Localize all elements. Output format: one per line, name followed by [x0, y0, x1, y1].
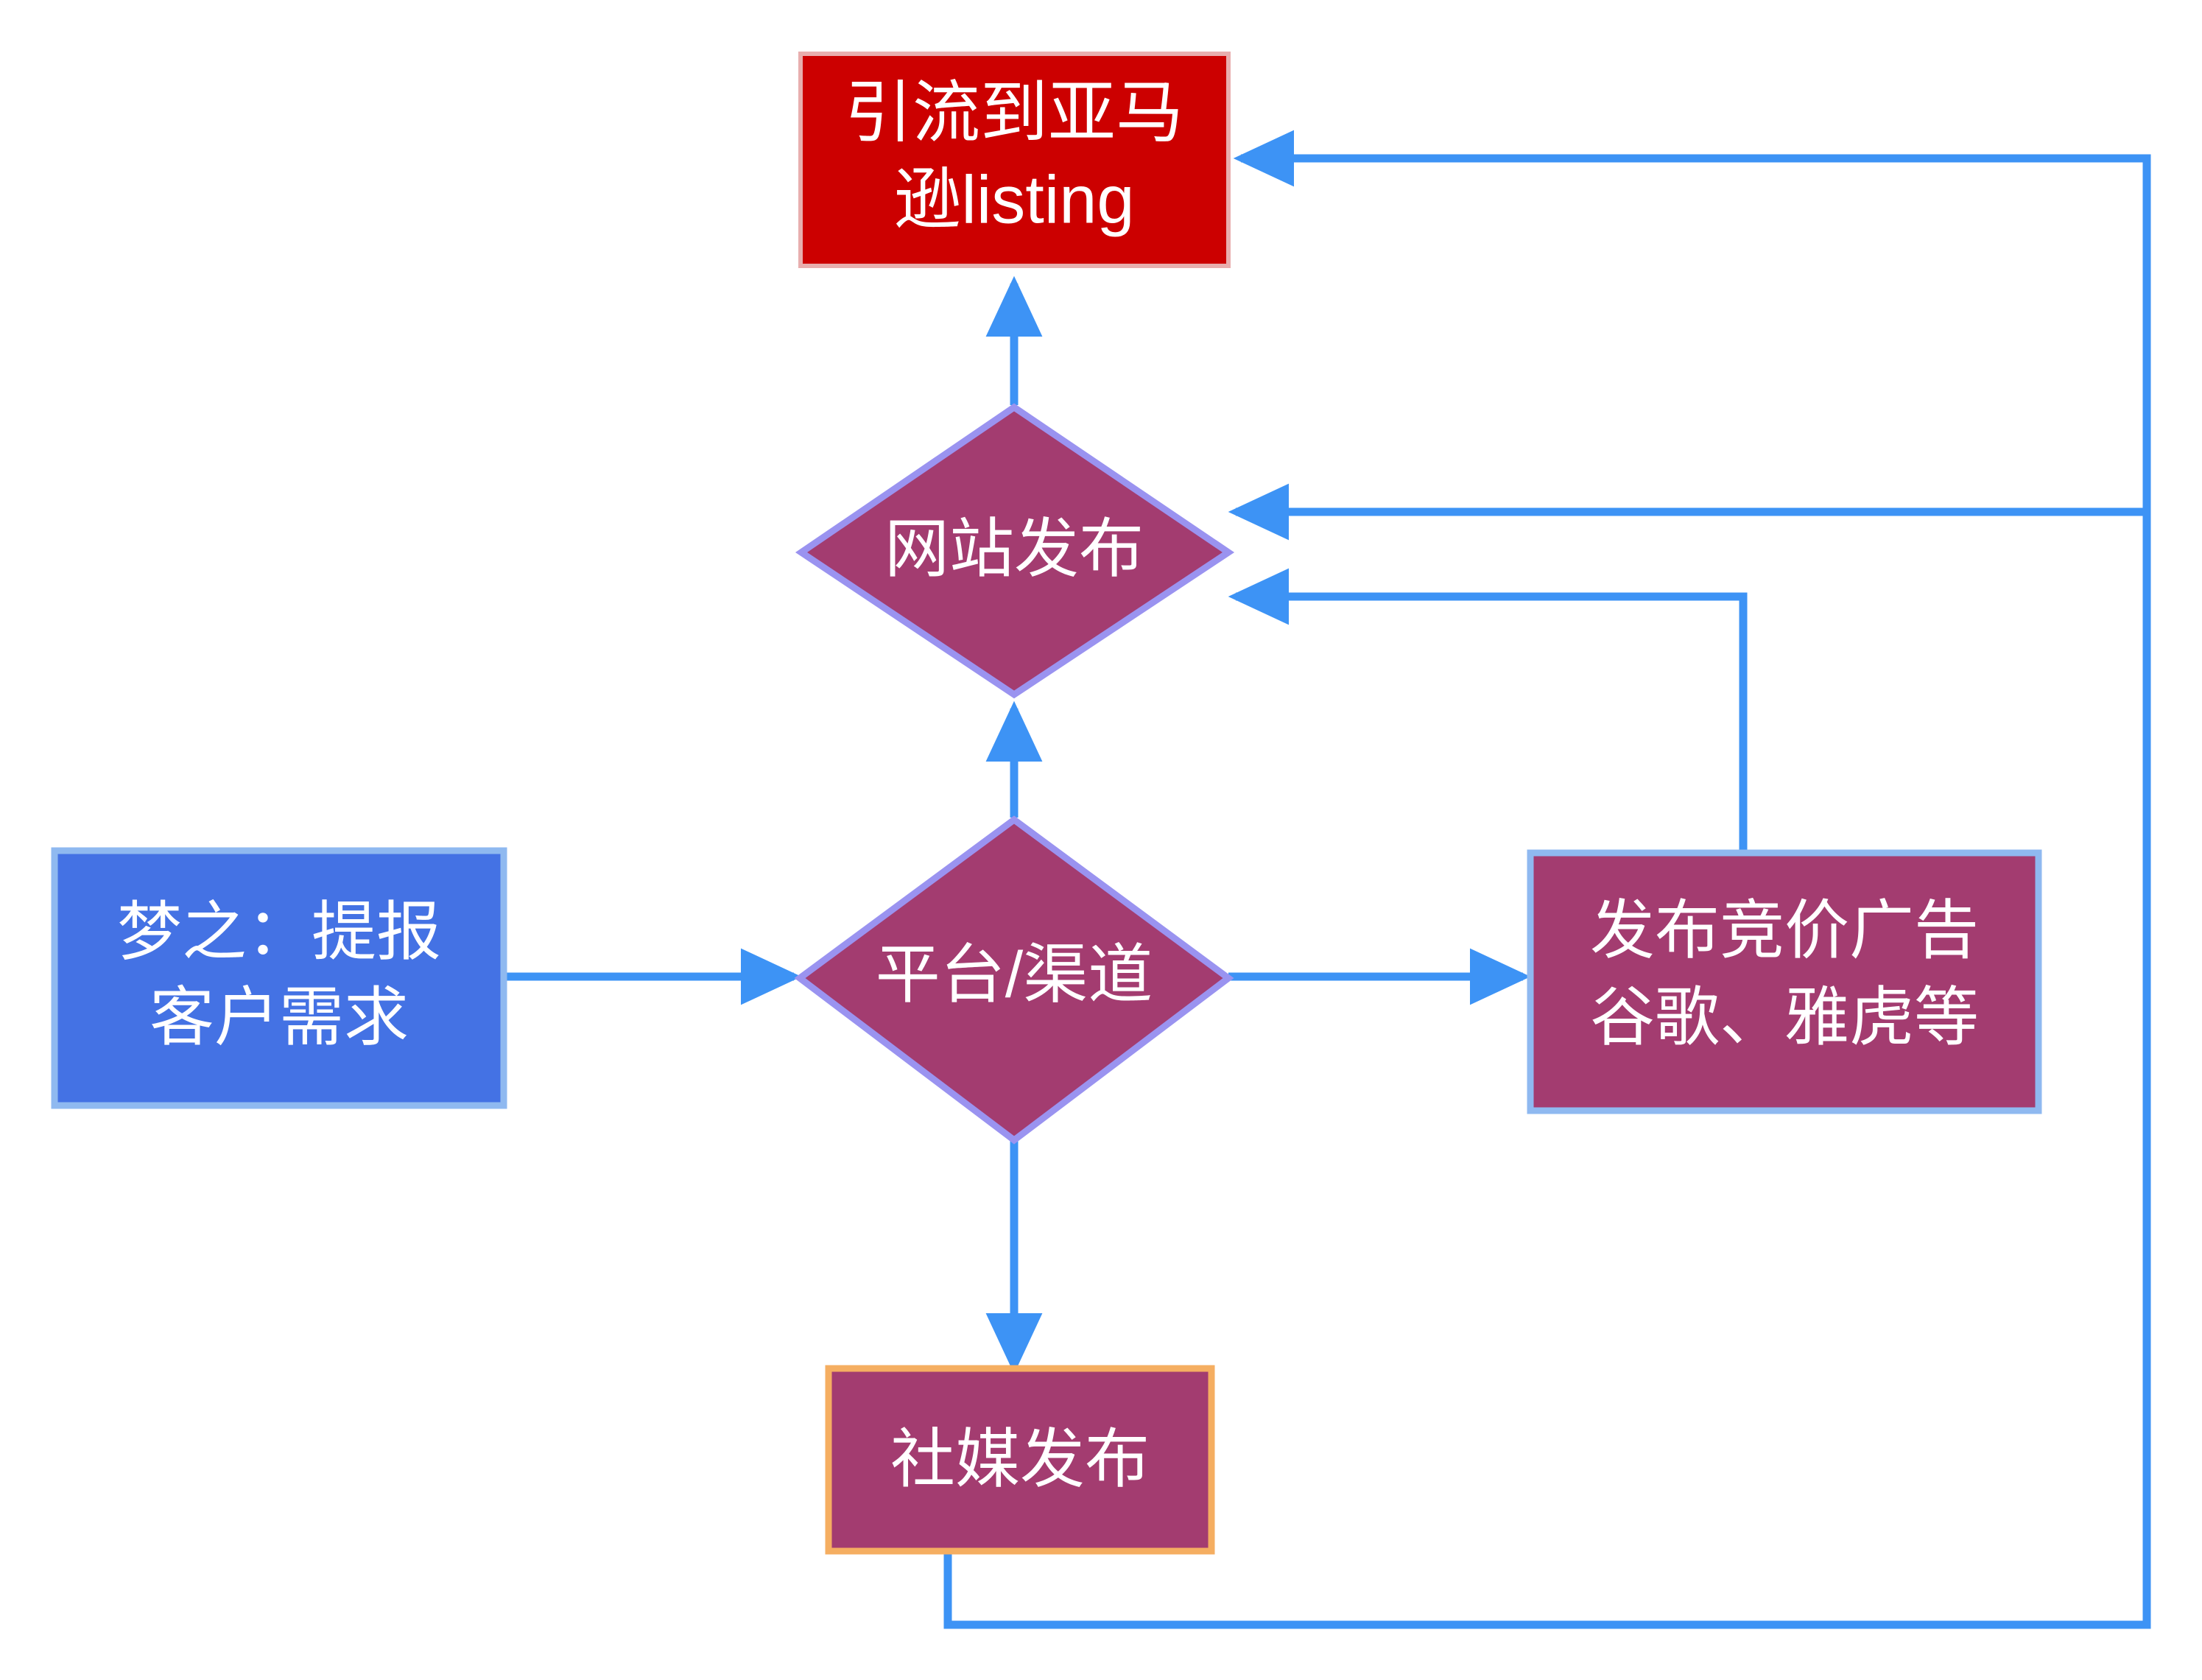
platform-channel-diamond[interactable] — [794, 815, 1234, 1145]
social-media-label: 社媒发布 — [890, 1422, 1150, 1495]
paid-ads-box[interactable] — [1527, 849, 2042, 1114]
website-publish-label: 网站发布 — [884, 512, 1144, 585]
connector-social-to-amazon — [1233, 130, 2151, 1625]
connector-ads-to-website — [1228, 568, 1748, 862]
paid-ads-node[interactable]: 发布竞价广告 谷歌、雅虎等 — [1527, 849, 2042, 1114]
website-publish-node[interactable]: 网站发布 — [795, 403, 1235, 699]
social-media-box[interactable] — [825, 1365, 1215, 1555]
paid-ads-label-line1: 发布竞价广告 — [1590, 893, 1979, 966]
customer-demand-label-line2: 客户需求 — [150, 980, 409, 1053]
customer-demand-node[interactable]: 梦之：提报 客户需求 — [51, 847, 507, 1109]
customer-demand-box[interactable] — [51, 847, 507, 1109]
amazon-listing-label-line1: 引流到亚马 — [845, 75, 1183, 150]
website-publish-diamond[interactable] — [795, 403, 1235, 699]
paid-ads-label-line2: 谷歌、雅虎等 — [1590, 980, 1979, 1053]
platform-channel-label: 平台/渠道 — [876, 938, 1153, 1011]
amazon-listing-label-line2: 逊listing — [893, 162, 1134, 237]
amazon-listing-node[interactable]: 引流到亚马 逊listing — [798, 52, 1231, 268]
platform-channel-node[interactable]: 平台/渠道 — [794, 815, 1234, 1145]
amazon-listing-box[interactable] — [798, 52, 1231, 268]
social-media-node[interactable]: 社媒发布 — [825, 1365, 1215, 1555]
connector-layer — [507, 130, 2151, 1629]
customer-demand-label-line1: 梦之：提报 — [117, 895, 441, 968]
